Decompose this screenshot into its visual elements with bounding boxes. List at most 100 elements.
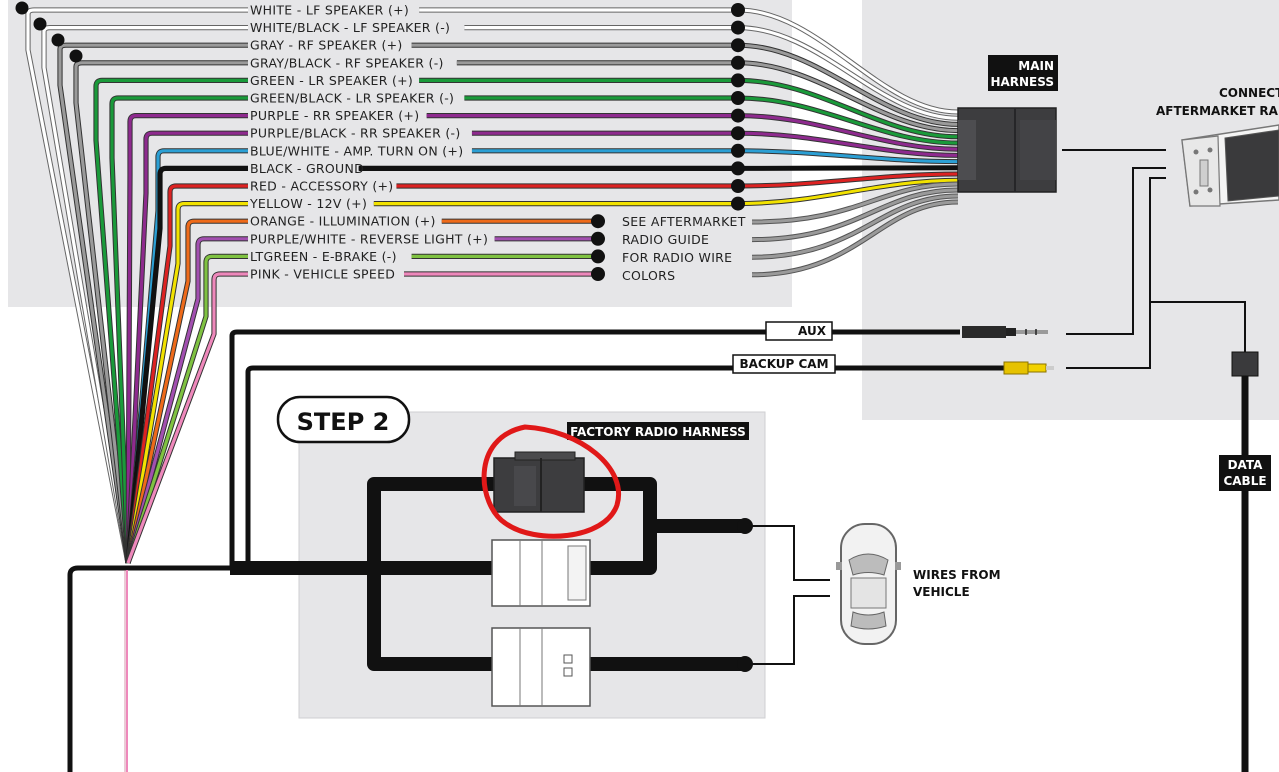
guide-wires bbox=[751, 181, 959, 278]
fan-wire-7 bbox=[126, 114, 248, 564]
legend-dot-15 bbox=[591, 249, 605, 264]
legend-dot-8 bbox=[731, 126, 745, 141]
legend-dot-12 bbox=[731, 196, 745, 211]
fan-wire-2 bbox=[42, 26, 248, 564]
wire-label-10: BLACK - GROUND bbox=[250, 161, 364, 176]
fan-wire-12 bbox=[126, 202, 248, 564]
backup-cam-label: BACKUP CAM bbox=[739, 357, 828, 371]
harness-wires bbox=[735, 7, 961, 207]
wire-label-14: PURPLE/WHITE - REVERSE LIGHT (+) bbox=[250, 231, 488, 246]
main-harness-label-bg bbox=[988, 55, 1058, 91]
harness-wire-11 bbox=[736, 172, 960, 188]
harness-wire-9 bbox=[736, 149, 960, 164]
fan-splice-dot-2 bbox=[33, 17, 47, 31]
wire-label-13: ORANGE - ILLUMINATION (+) bbox=[250, 214, 436, 229]
legend-dot-1 bbox=[731, 3, 745, 17]
factory-label: FACTORY RADIO HARNESS bbox=[570, 425, 746, 439]
fan-wire-15 bbox=[126, 254, 248, 564]
fan-splice-dot-1 bbox=[15, 1, 29, 15]
wire-label-16: PINK - VEHICLE SPEED bbox=[250, 267, 395, 282]
factory-connector-white-1 bbox=[491, 539, 591, 607]
aux-label: AUX bbox=[798, 324, 827, 338]
harness-wire-4 bbox=[736, 61, 960, 133]
wire-label-6: GREEN/BLACK - LR SPEAKER (-) bbox=[250, 91, 454, 106]
vehicle-bracket bbox=[750, 525, 830, 665]
legend-dot-5 bbox=[731, 73, 745, 88]
wire-label-12: YELLOW - 12V (+) bbox=[249, 196, 367, 211]
wire-label-3: GRAY - RF SPEAKER (+) bbox=[250, 38, 403, 53]
harness-wire-1 bbox=[736, 8, 960, 114]
harness-wire-3 bbox=[736, 43, 960, 126]
fan-wire-11 bbox=[126, 184, 248, 564]
guide-line-3: FOR RADIO WIRE bbox=[622, 250, 732, 265]
harness-wire-8 bbox=[736, 131, 960, 157]
wire-label-8: PURPLE/BLACK - RR SPEAKER (-) bbox=[250, 126, 461, 141]
wire-label-2: WHITE/BLACK - LF SPEAKER (-) bbox=[250, 20, 450, 35]
main-harness-label-line2: HARNESS bbox=[990, 75, 1054, 89]
fan-wire-9 bbox=[126, 149, 248, 564]
main-harness-label-line1: MAIN bbox=[1018, 59, 1054, 73]
fan-wire-8 bbox=[126, 131, 248, 564]
main-harness-connector bbox=[957, 107, 1057, 193]
fan-wire-1 bbox=[26, 8, 248, 564]
legend-dot-16 bbox=[591, 267, 605, 281]
legend-dot-10 bbox=[731, 161, 745, 176]
harness-wire-10 bbox=[736, 166, 960, 170]
wire-legend-panel bbox=[8, 0, 792, 307]
fan-wire-16 bbox=[126, 272, 248, 564]
guide-wire-3 bbox=[751, 194, 959, 259]
legend-dot-11 bbox=[731, 179, 745, 193]
data-cable-label-line2: CABLE bbox=[1223, 474, 1266, 488]
factory-label-bg bbox=[567, 422, 749, 440]
aftermarket-radio-illustration bbox=[1181, 124, 1279, 207]
wire-label-15: LTGREEN - E-BRAKE (-) bbox=[250, 249, 397, 264]
fan-splice-dot-4 bbox=[69, 49, 83, 63]
aux-label-bg bbox=[765, 321, 833, 341]
legend-dot-13 bbox=[591, 214, 605, 229]
legend-dot-7 bbox=[731, 108, 745, 123]
data-cable-label-bg bbox=[1219, 455, 1271, 491]
guide-wire-1 bbox=[751, 182, 959, 224]
wire-bundle-fan bbox=[15, 1, 248, 564]
highlight-circle bbox=[481, 424, 622, 539]
radio-aux-cable bbox=[1066, 167, 1166, 335]
legend-dot-6 bbox=[731, 91, 745, 105]
aux-plug bbox=[962, 326, 1048, 338]
data-cable-label-line1: DATA bbox=[1228, 458, 1264, 472]
wire-labels: WHITE - LF SPEAKER (+) WHITE/BLACK - LF S… bbox=[249, 3, 488, 282]
data-cable-connector bbox=[1231, 351, 1259, 377]
fan-wire-13 bbox=[126, 219, 248, 564]
harness-wire-2 bbox=[736, 26, 960, 120]
legend-dot-9 bbox=[731, 143, 745, 158]
legend-dot-3 bbox=[731, 38, 745, 53]
fan-wire-3 bbox=[58, 43, 248, 564]
radio-panel bbox=[862, 0, 1279, 420]
guide-wire-2 bbox=[751, 188, 959, 242]
legend-dots bbox=[591, 3, 745, 281]
harness-wire-7 bbox=[736, 114, 960, 151]
fan-wire-14 bbox=[126, 237, 248, 564]
wire-label-7: PURPLE - RR SPEAKER (+) bbox=[250, 108, 419, 123]
fan-wire-10 bbox=[126, 166, 248, 564]
guide-line-4: COLORS bbox=[622, 268, 675, 283]
harness-wire-12 bbox=[736, 178, 960, 206]
fan-wire-4 bbox=[74, 61, 248, 564]
fan-wire-5 bbox=[94, 78, 248, 564]
data-cable-upper bbox=[1149, 260, 1246, 352]
fan-wire-6 bbox=[110, 96, 248, 564]
step-2-badge bbox=[276, 395, 411, 444]
wire-label-4: GRAY/BLACK - RF SPEAKER (-) bbox=[250, 55, 444, 70]
backup-cam-cable bbox=[245, 365, 1004, 572]
legend-dot-14 bbox=[591, 231, 605, 246]
wire-end-upper bbox=[737, 518, 753, 534]
connect-label-line1: CONNECT bbox=[1219, 86, 1279, 100]
factory-connector-dark bbox=[493, 451, 585, 513]
guide-wire-4 bbox=[751, 200, 959, 277]
guide-line-2: RADIO GUIDE bbox=[622, 232, 709, 247]
wire-label-1: WHITE - LF SPEAKER (+) bbox=[250, 3, 409, 18]
backup-cam-plug bbox=[1003, 361, 1054, 375]
vehicle-label-line1: WIRES FROM bbox=[913, 568, 1001, 582]
vehicle-label-line2: VEHICLE bbox=[913, 585, 970, 599]
legend-dot-2 bbox=[731, 20, 745, 35]
